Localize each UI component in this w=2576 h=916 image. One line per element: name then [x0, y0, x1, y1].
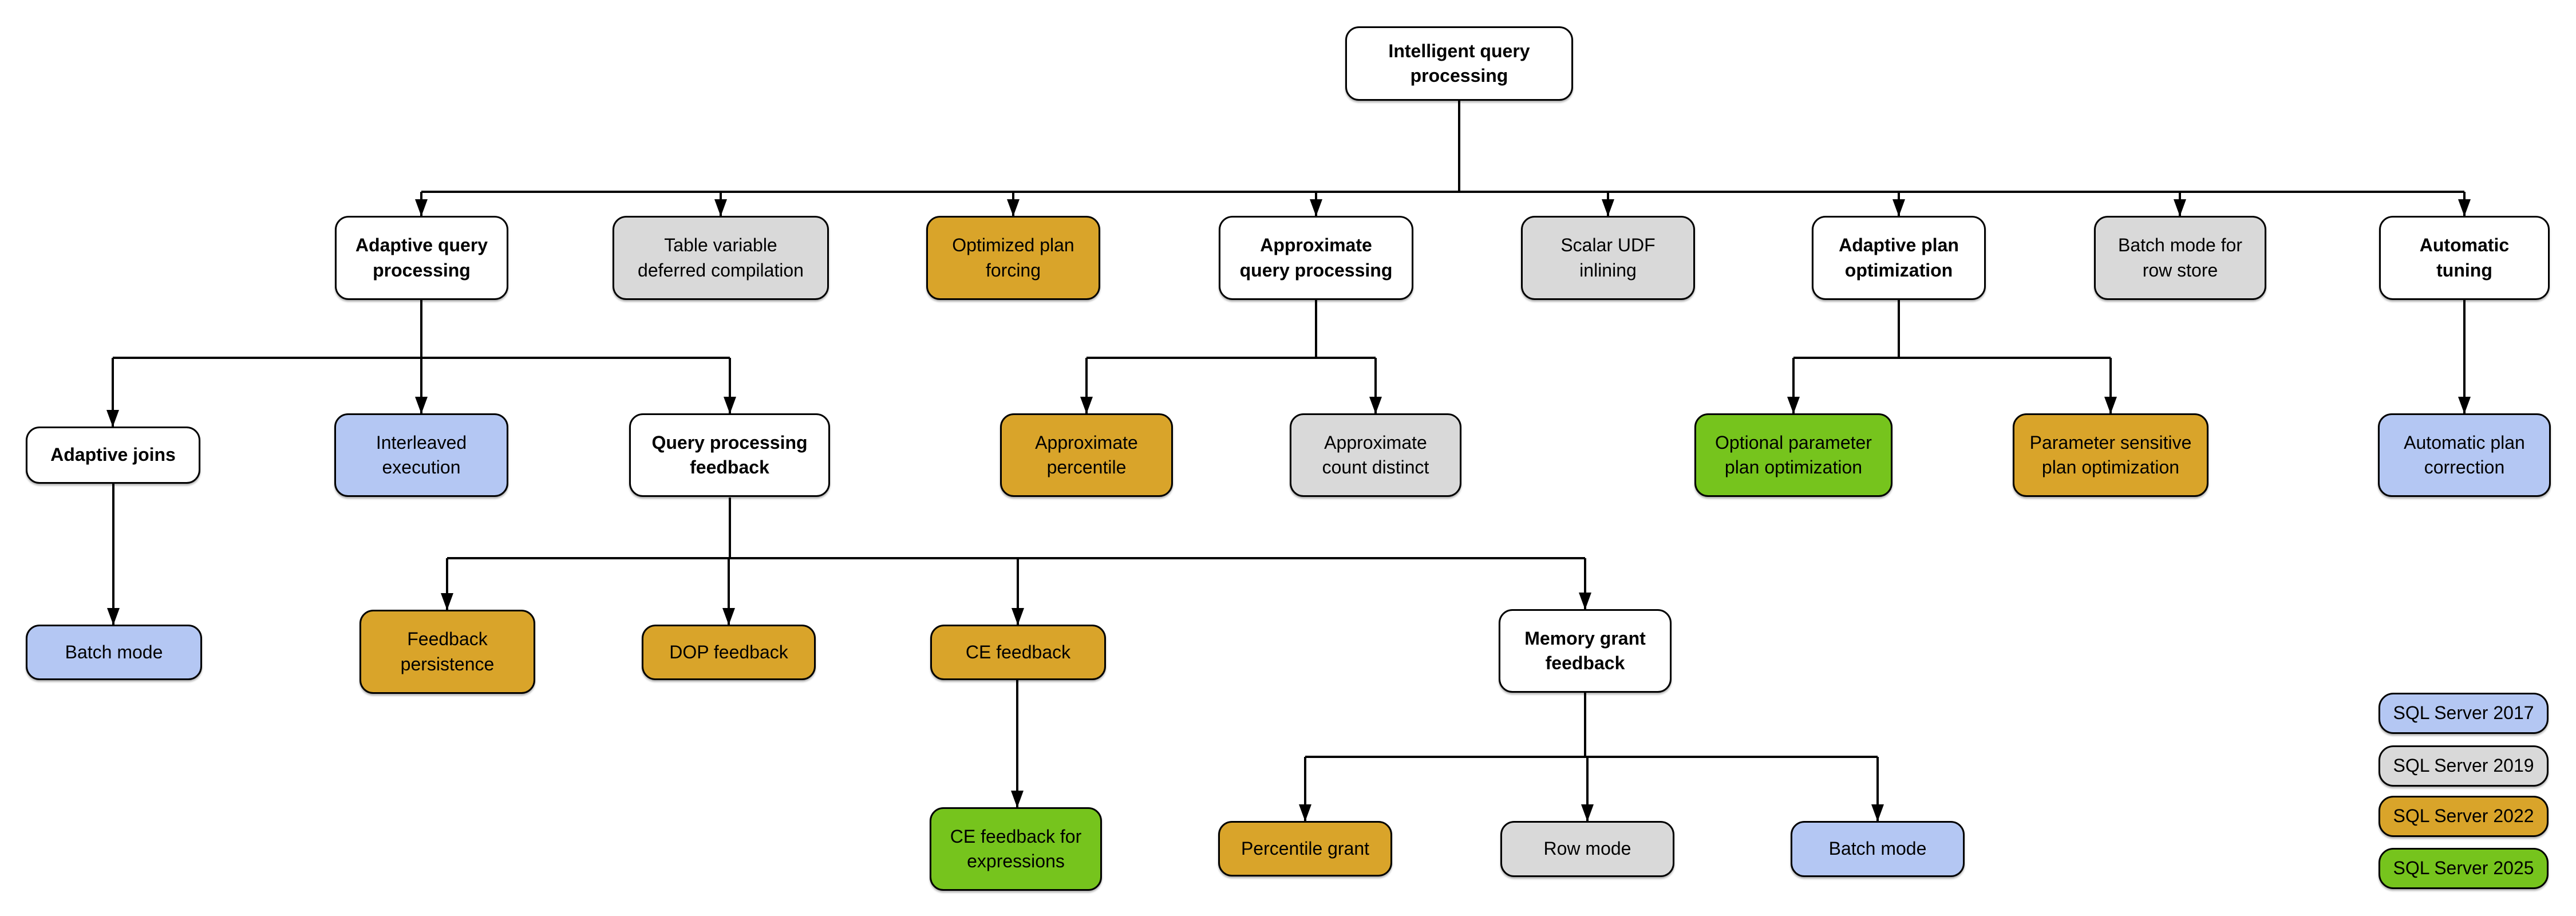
node-adaptive-query-processing: Adaptive query processing — [335, 216, 508, 300]
legend-sql-server-2022: SQL Server 2022 — [2379, 796, 2549, 837]
node-automatic-tuning: Automatic tuning — [2379, 216, 2550, 300]
node-interleaved-execution: Interleaved execution — [334, 413, 508, 497]
node-adaptive-joins: Adaptive joins — [26, 427, 200, 484]
legend-sql-server-2025: SQL Server 2025 — [2379, 848, 2549, 889]
node-adaptive-plan-optimization: Adaptive plan optimization — [1812, 216, 1986, 300]
node-percentile-grant: Percentile grant — [1218, 821, 1392, 876]
node-approximate-count-distinct: Approximate count distinct — [1290, 413, 1461, 497]
legend-sql-server-2019: SQL Server 2019 — [2379, 745, 2549, 787]
node-dop-feedback: DOP feedback — [642, 625, 816, 680]
node-table-variable-deferred-compilation: Table variable deferred compilation — [613, 216, 829, 300]
node-optional-parameter-plan-optimization: Optional parameter plan optimization — [1694, 413, 1893, 497]
node-ce-feedback-for-expressions: CE feedback for expressions — [930, 807, 1102, 891]
node-row-mode: Row mode — [1500, 821, 1674, 877]
node-batch-mode-adaptive-joins: Batch mode — [26, 625, 202, 680]
node-feedback-persistence: Feedback persistence — [359, 610, 535, 694]
node-optimized-plan-forcing: Optimized plan forcing — [926, 216, 1100, 300]
node-intelligent-query-processing: Intelligent query processing — [1345, 26, 1573, 101]
node-memory-grant-feedback: Memory grant feedback — [1499, 609, 1672, 693]
node-batch-mode-memory-grant: Batch mode — [1791, 821, 1965, 877]
node-approximate-query-processing: Approximate query processing — [1219, 216, 1413, 300]
node-approximate-percentile: Approximate percentile — [1000, 413, 1173, 497]
node-batch-mode-for-row-store: Batch mode for row store — [2094, 216, 2266, 300]
node-query-processing-feedback: Query processing feedback — [629, 413, 830, 497]
node-parameter-sensitive-plan-optimization: Parameter sensitive plan optimization — [2013, 413, 2208, 497]
legend-sql-server-2017: SQL Server 2017 — [2379, 693, 2549, 734]
node-ce-feedback: CE feedback — [930, 625, 1106, 680]
node-automatic-plan-correction: Automatic plan correction — [2378, 413, 2551, 497]
node-scalar-udf-inlining: Scalar UDF inlining — [1521, 216, 1695, 300]
